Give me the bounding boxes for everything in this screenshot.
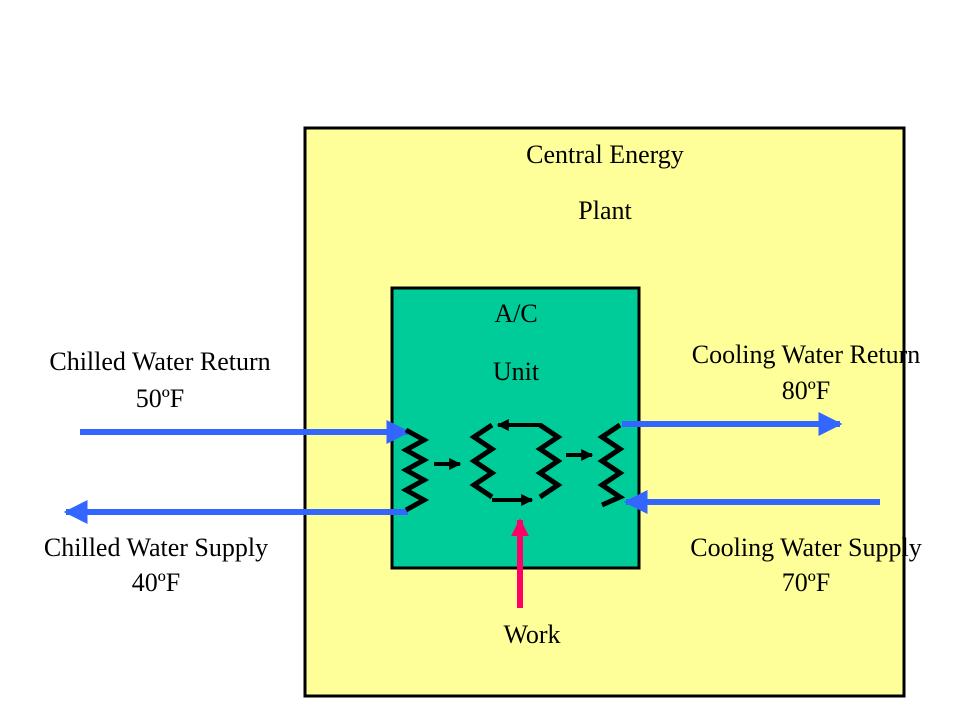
loop-coil-left <box>469 422 497 500</box>
plant-title-line1: Central Energy <box>526 140 684 169</box>
chilled-water-supply-label: Chilled Water Supply <box>43 533 269 562</box>
cooling-water-return-label: Cooling Water Return <box>691 340 921 369</box>
condenser-coil <box>597 422 626 508</box>
chilled-water-return-temp: 50ºF <box>135 384 185 413</box>
work-label: Work <box>503 620 561 649</box>
ac-unit-box <box>390 286 641 570</box>
loop-coil-right <box>535 422 563 500</box>
chilled-water-return-label: Chilled Water Return <box>49 347 271 376</box>
chilled-water-supply-temp: 40ºF <box>131 568 181 597</box>
evaporator-coil <box>400 427 430 513</box>
cooling-water-supply-temp: 70ºF <box>781 568 831 597</box>
unit-title-line2: Unit <box>492 357 540 386</box>
plant-title-line2: Plant <box>578 196 632 225</box>
unit-title-line1: A/C <box>494 299 538 328</box>
cooling-water-supply-label: Cooling Water Supply <box>690 533 922 562</box>
cooling-water-return-temp: 80ºF <box>781 376 831 405</box>
